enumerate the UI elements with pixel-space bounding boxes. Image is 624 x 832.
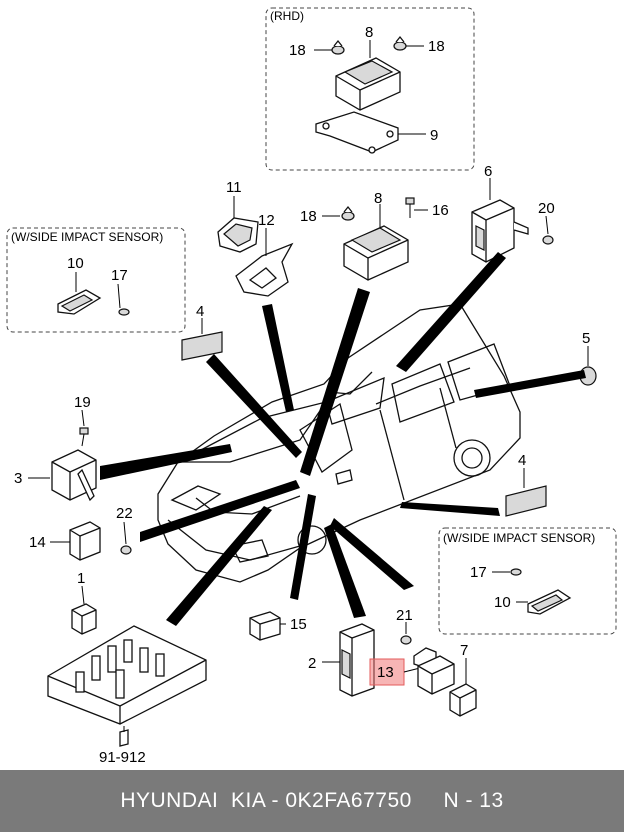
callout-rhd-18-right: 18 [428, 38, 445, 55]
callout-rhd-8: 8 [365, 24, 373, 41]
parts-diagram: (RHD) 18 8 18 9 (W/S [6, 7, 617, 766]
part-6-sensor [471, 199, 529, 263]
callout-17-bottom: 17 [470, 564, 487, 581]
part-3-module [51, 449, 97, 502]
callout-4-left: 4 [196, 303, 204, 320]
callout-5: 5 [582, 330, 590, 347]
callout-20: 20 [538, 200, 555, 217]
part-7-bracket [449, 683, 477, 717]
callout-rhd-9: 9 [430, 127, 438, 144]
part-15-relay [249, 611, 281, 641]
callout-10-top: 10 [67, 255, 84, 272]
vehicle-outline [157, 303, 521, 583]
side-sensor-10-top [57, 289, 102, 315]
callout-4-right: 4 [518, 452, 526, 469]
callout-17-top: 17 [111, 267, 128, 284]
part-16-bolt [405, 197, 415, 218]
callout-rhd-18-left: 18 [289, 42, 306, 59]
callout-22: 22 [116, 505, 133, 522]
part-4-label-right [505, 485, 547, 517]
part-18-nut [341, 205, 355, 221]
callout-19: 19 [74, 394, 91, 411]
part-1-relay [71, 603, 97, 635]
side-impact-box-top: (W/SIDE IMPACT SENSOR) 10 17 [6, 227, 186, 333]
callout-1: 1 [77, 570, 85, 587]
bolt-17-bottom [510, 568, 522, 576]
part-12-clockspring [235, 242, 294, 297]
side-impact-box-bottom: (W/SIDE IMPACT SENSOR) 17 10 [438, 527, 617, 635]
callout-14: 14 [29, 534, 46, 551]
rhd-nut-left-18 [331, 39, 345, 55]
callout-6: 6 [484, 163, 492, 180]
bolt-17-top [118, 308, 130, 316]
fuse-box [47, 625, 207, 725]
part-8-module [343, 225, 409, 281]
part-2-module [339, 623, 375, 697]
callout-15: 15 [290, 616, 307, 633]
side-impact-box-top-title: (W/SIDE IMPACT SENSOR) [11, 230, 163, 244]
rhd-nut-right-18 [393, 35, 407, 51]
part-19-bolt [79, 427, 89, 447]
callout-8: 8 [374, 190, 382, 207]
part-22-nut [120, 545, 132, 555]
rhd-bracket-9 [315, 111, 399, 154]
footer-part-number: HYUNDAI KIA - 0K2FA67750 N - 13 [120, 789, 504, 812]
footer-bar: HYUNDAI KIA - 0K2FA67750 N - 13 [0, 770, 624, 832]
callout-13-highlight [369, 658, 405, 686]
callout-21: 21 [396, 607, 413, 624]
part-13-sensor [413, 647, 455, 695]
side-impact-box-bottom-title: (W/SIDE IMPACT SENSOR) [443, 531, 595, 545]
rhd-module-8 [335, 57, 401, 111]
part-21-nut [400, 635, 412, 645]
component-location-pointers [100, 252, 586, 626]
part-14-relay [69, 521, 101, 561]
part-11-connector [217, 217, 259, 253]
callout-10-bottom: 10 [494, 594, 511, 611]
fuse-box-bracket [119, 729, 129, 747]
callout-16: 16 [432, 202, 449, 219]
part-20-nut [542, 235, 554, 245]
callout-12: 12 [258, 212, 275, 229]
callout-91-912: 91-912 [99, 749, 146, 766]
side-sensor-10-bottom [527, 589, 572, 615]
rhd-box-title: (RHD) [270, 9, 304, 23]
callout-13: 13 [377, 664, 394, 681]
callout-3: 3 [14, 470, 22, 487]
callout-11: 11 [226, 179, 242, 196]
callout-18: 18 [300, 208, 317, 225]
callout-2: 2 [308, 655, 316, 672]
callout-7: 7 [460, 642, 468, 659]
part-4-label-left [181, 331, 223, 361]
rhd-box: (RHD) 18 8 18 9 [265, 7, 475, 171]
